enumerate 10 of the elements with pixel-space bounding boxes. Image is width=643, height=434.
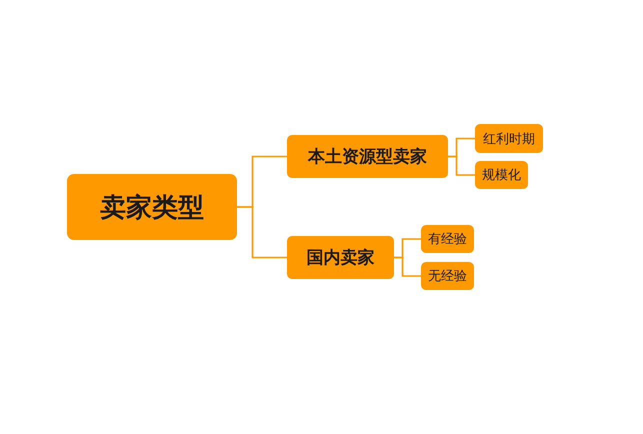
subtopic-box: 无经验 (421, 262, 474, 290)
topic-box: 本土资源型卖家 (287, 135, 448, 178)
connector-line (394, 256, 421, 277)
subtopic-box: 红利时期 (475, 124, 543, 153)
root-topic-box: 卖家类型 (67, 174, 237, 240)
topic-box: 国内卖家 (287, 236, 394, 279)
subtopic-box: 规模化 (475, 161, 528, 189)
connector-line (448, 156, 475, 176)
subtopic-box: 有经验 (421, 225, 474, 253)
connector-line (237, 206, 287, 258)
